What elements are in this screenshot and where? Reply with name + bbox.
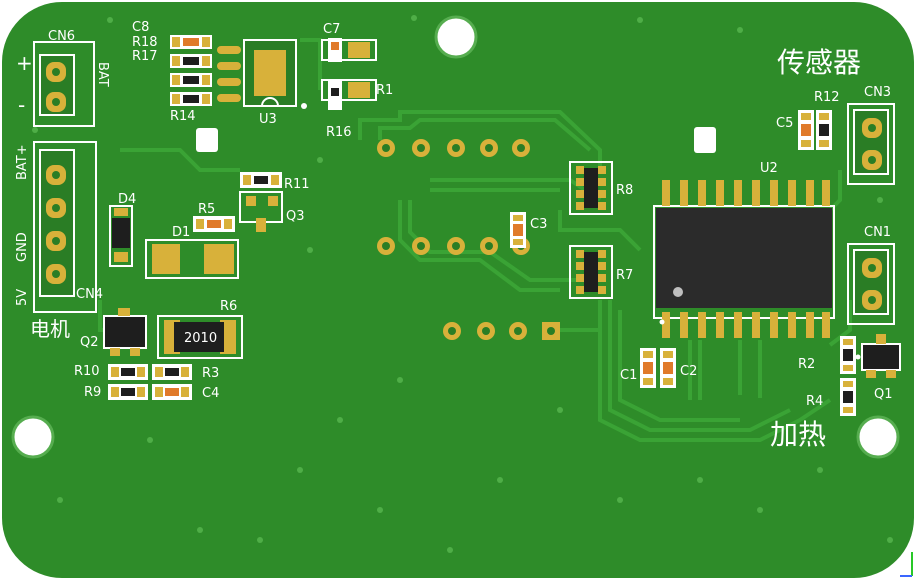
r17-label: R17 [132,49,158,64]
bat-label: BAT [95,62,110,87]
r6-label: R6 [220,299,237,314]
cn3-connector: CN3 [847,85,895,185]
u2-main-ic: U2 [653,161,835,338]
r8-resistor-array: R8 [569,161,633,215]
r2-r4-q1: R2 R4 Q1 [798,334,901,416]
c5-label: C5 [776,116,793,131]
bat-plus-label: BAT+ [15,144,30,180]
cn1-connector: CN1 [847,225,895,325]
q2-label: Q2 [80,335,99,350]
c8-label: C8 [132,20,149,35]
mounting-holes [11,15,900,459]
cn1-label: CN1 [864,225,891,240]
r7-resistor-array: R7 [569,245,633,299]
c2-label: C2 [680,364,697,379]
u3-chip: U3 [217,39,307,127]
q2-transistor: Q2 [80,308,147,356]
r9-label: R9 [84,385,101,400]
r7-label: R7 [616,268,633,283]
r6-marking: 2010 [184,331,217,346]
cn4-label: CN4 [76,287,103,302]
c4-label: C4 [202,386,219,401]
minus-label: - [18,93,25,117]
c7-label: C7 [323,22,340,37]
c3-label: C3 [530,217,547,232]
r12-label: R12 [814,90,840,105]
cn6-label: CN6 [48,29,75,44]
r18-label: R18 [132,35,158,50]
r2-label: R2 [798,357,815,372]
r10-label: R10 [74,364,100,379]
r4-label: R4 [806,394,823,409]
vias [32,15,893,553]
c3-capacitor: C3 [510,212,547,248]
pad-left [196,128,218,152]
pad-right [694,127,716,153]
plus-label: + [16,51,33,75]
header-row-top [377,139,530,157]
r8-label: R8 [616,183,633,198]
q1-label: Q1 [874,387,893,402]
c1-c2: C1 C2 [620,348,697,388]
r12-c5: R12 C5 [776,90,840,150]
heating-label: 加热 [770,418,826,451]
r11-label: R11 [284,177,310,192]
gnd-label: GND [15,232,30,262]
axis-indicator [900,552,913,577]
cn4-connector: CN4 BAT+ GND 5V [15,141,103,313]
r5-label: R5 [198,202,215,217]
d4-diode: D4 [109,192,136,267]
c1-label: C1 [620,368,637,383]
q3-label: Q3 [286,209,305,224]
r14-label: R14 [170,109,196,124]
resistor-cluster-top-left: C8 R18 R17 R14 [132,20,212,124]
5v-label: 5V [15,289,30,306]
r16-label: R16 [326,125,352,140]
cn6-connector: CN6 + - BAT [16,29,110,127]
r11-q3-r5: R11 Q3 R5 [193,172,310,232]
sensor-label: 传感器 [777,46,861,79]
motor-label: 电机 [30,317,70,341]
header-row-bottom [443,322,560,340]
r1-label: R1 [376,83,393,98]
r6-resistor: R6 2010 [157,299,243,359]
d1-label: D1 [172,225,190,240]
u3-label: U3 [259,112,277,127]
d4-label: D4 [118,192,136,207]
r3-label: R3 [202,366,219,381]
c7-r1-r16: C7 R1 R16 [321,22,393,140]
d1-diode: D1 [145,225,239,279]
cn3-label: CN3 [864,85,891,100]
r10-r9-r3-c4: R10 R9 R3 C4 [74,364,219,401]
u2-label: U2 [760,161,778,176]
